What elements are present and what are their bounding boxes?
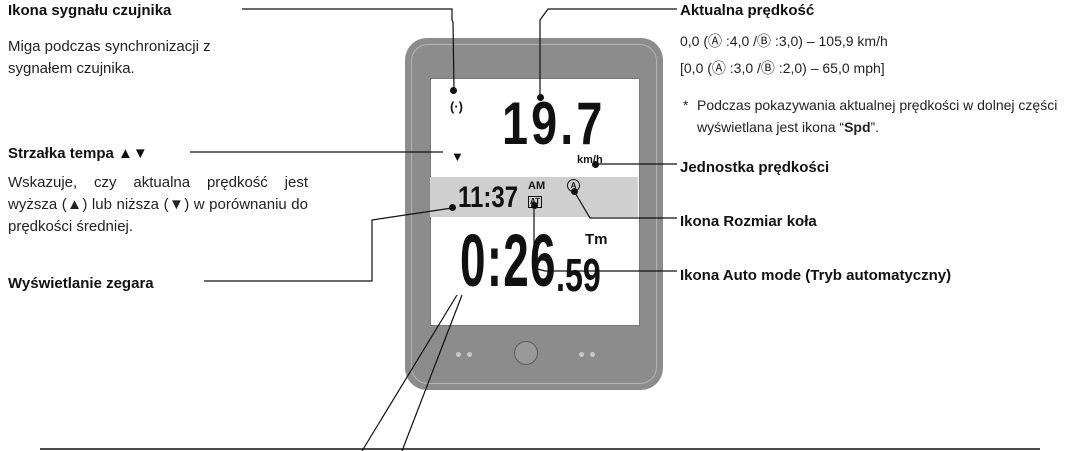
speed-unit-title: Jednostka prędkości bbox=[680, 159, 830, 176]
lcd-tm-label: Tm bbox=[585, 231, 608, 248]
sensor-signal-icon: (·) bbox=[450, 99, 463, 114]
auto-mode-icon-title: Ikona Auto mode (Tryb automatyczny) bbox=[680, 267, 952, 284]
wheel-size-icon-title: Ikona Rozmiar koła bbox=[680, 213, 817, 230]
sensor-leader-line bbox=[242, 8, 455, 91]
pace-arrow-description: Wskazuje, czy aktualna prędkość jest wyż… bbox=[8, 174, 308, 235]
lcd-speed-unit: km/h bbox=[577, 154, 603, 166]
note-text-before: Podczas pokazywania aktualnej prędkości … bbox=[697, 97, 1058, 135]
device-dot bbox=[579, 352, 584, 357]
device-dot bbox=[467, 352, 472, 357]
lcd-clock: 11:37 bbox=[458, 181, 519, 214]
speed-marker-dot bbox=[537, 94, 544, 101]
sensor-icon-description: Miga podczas synchronizacji z sygnałem c… bbox=[8, 38, 211, 77]
sensor-icon-title: Ikona sygnału czujnika bbox=[8, 2, 172, 19]
wheel-leader-line bbox=[573, 190, 677, 219]
note-text-after: ”. bbox=[870, 119, 880, 135]
note-asterisk: * bbox=[683, 97, 689, 113]
pace-arrow-title: Strzałka tempa ▲▼ bbox=[8, 145, 148, 162]
unit-marker-dot bbox=[592, 161, 599, 168]
lcd-elapsed-time: 0:26 bbox=[460, 219, 557, 302]
wheel-marker-dot bbox=[571, 188, 578, 195]
spd-icon-note: * Podczas pokazywania aktualnej prędkości… bbox=[683, 94, 1077, 138]
auto-leader-line bbox=[533, 205, 677, 272]
sensor-marker-dot bbox=[450, 87, 457, 94]
auto-marker-dot bbox=[531, 202, 538, 209]
speed-range-mph: [0,0 (Ⓐ :3,0 /Ⓑ :2,0) – 65,0 mph] bbox=[680, 60, 885, 76]
lcd-elapsed-seconds: .59 bbox=[556, 249, 601, 301]
speed-range-kmh: 0,0 (Ⓐ :4,0 /Ⓑ :3,0) – 105,9 km/h bbox=[680, 33, 888, 49]
clock-leader-line bbox=[204, 207, 453, 282]
lcd-am-indicator: AM bbox=[528, 180, 546, 192]
speed-leader-line bbox=[539, 8, 677, 97]
clock-marker-dot bbox=[449, 204, 456, 211]
current-speed-title: Aktualna prędkość bbox=[680, 2, 815, 19]
pace-arrow-icon: ▼ bbox=[451, 149, 464, 164]
device-dot bbox=[590, 352, 595, 357]
lcd-current-speed: 19.7 bbox=[502, 90, 606, 157]
zoom-line-left bbox=[361, 294, 458, 451]
clock-display-title: Wyświetlanie zegara bbox=[8, 275, 154, 292]
note-text-spd: Spd bbox=[844, 119, 871, 135]
device-dot bbox=[456, 352, 461, 357]
mode-button[interactable] bbox=[514, 341, 538, 365]
zoom-line-right bbox=[401, 294, 463, 451]
